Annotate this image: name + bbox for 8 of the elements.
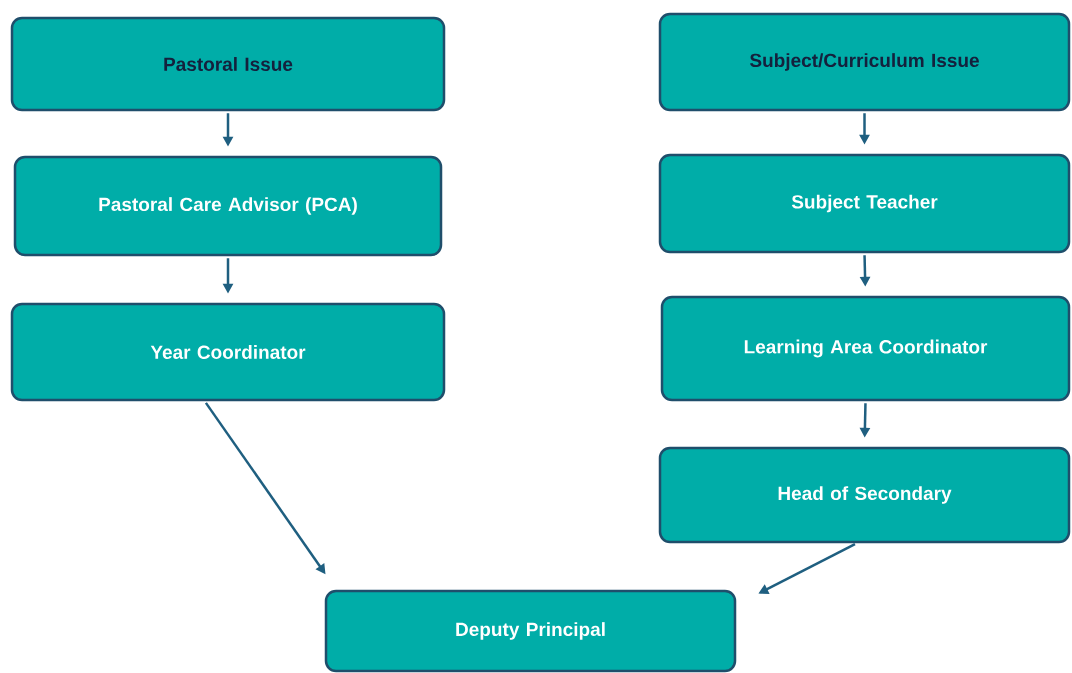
process-box: Deputy Principal xyxy=(324,589,737,673)
process-box: Pastoral Care Advisor (PCA) xyxy=(13,155,443,257)
process-box: Subject Teacher xyxy=(658,153,1071,254)
process-box: Year Coordinator xyxy=(10,302,446,402)
process-box: Pastoral Issue xyxy=(10,16,446,112)
process-box: Subject/Curriculum Issue xyxy=(658,12,1071,112)
process-box: Head of Secondary xyxy=(658,446,1071,544)
process-box: Learning Area Coordinator xyxy=(660,295,1071,402)
